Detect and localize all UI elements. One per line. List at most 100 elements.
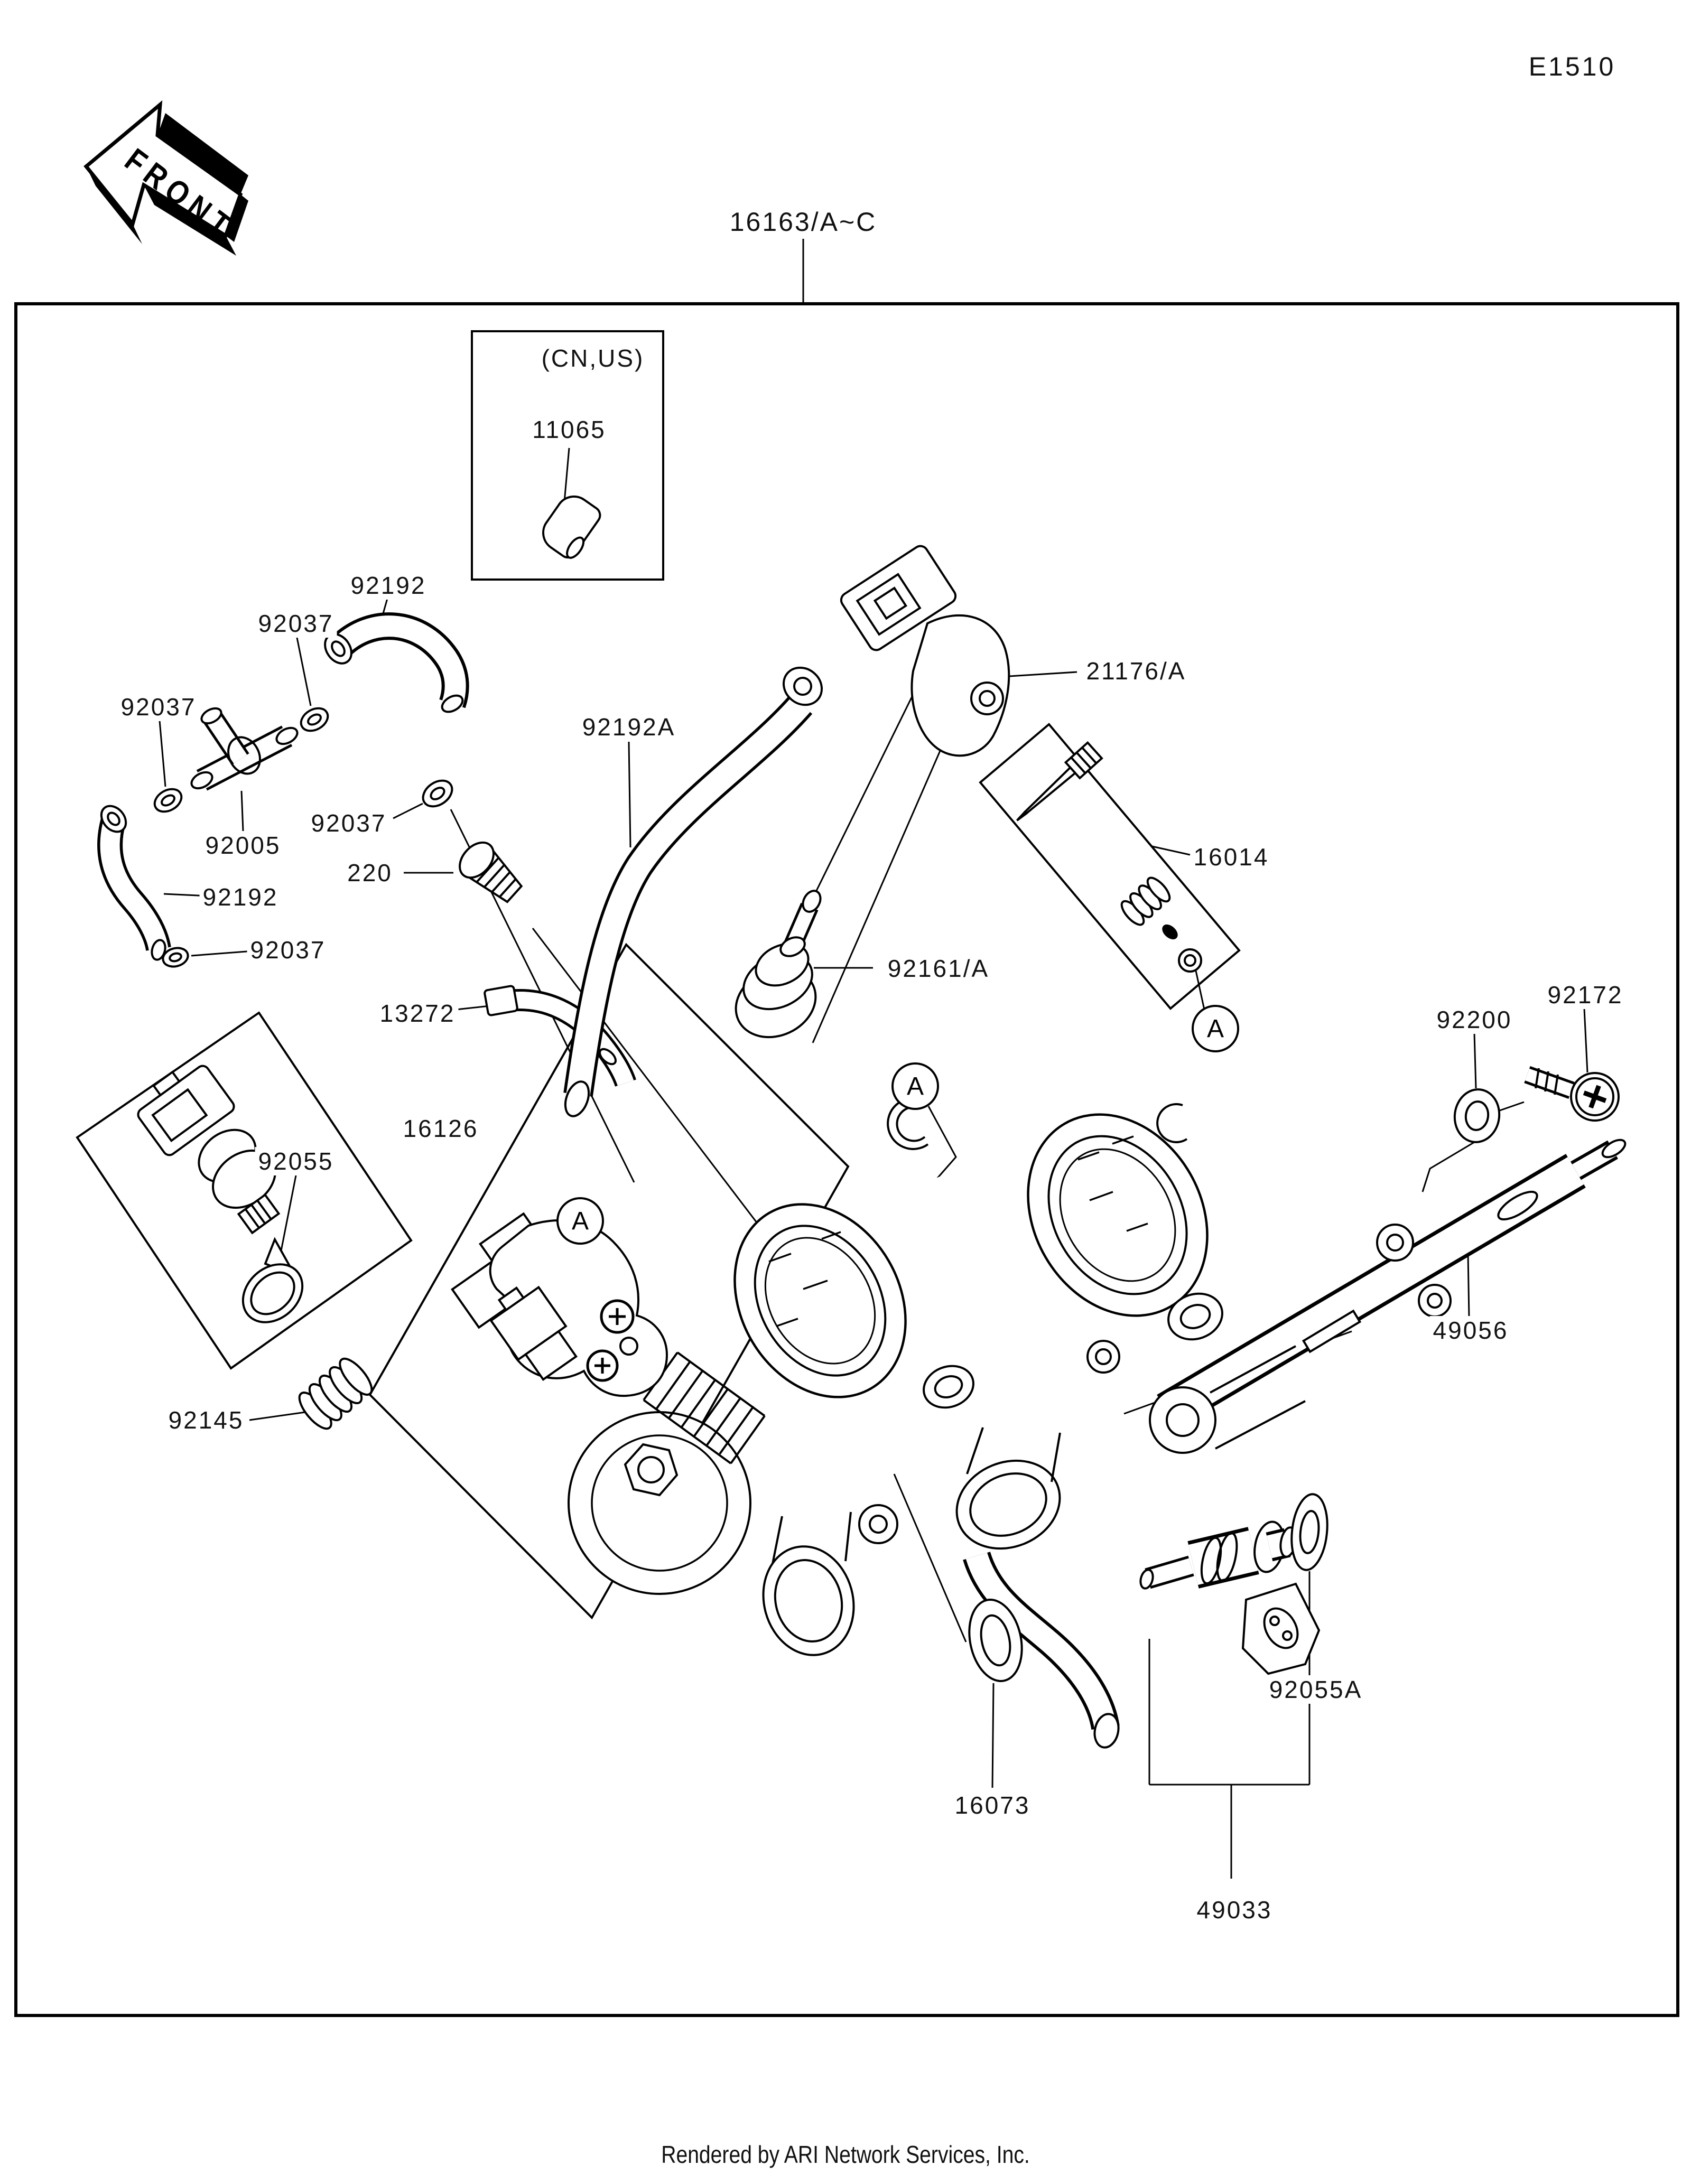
diagram-frame — [14, 302, 1679, 2017]
leader-92145 — [249, 1411, 310, 1421]
part-label-21176-A: 21176/A — [1083, 657, 1190, 685]
hose-92192-top-end — [441, 694, 464, 713]
part-label-92005: 92005 — [202, 831, 284, 860]
diagram-code: E1510 — [1528, 52, 1616, 81]
leader-92172 — [1583, 1008, 1588, 1073]
hose-92192-top — [330, 615, 466, 707]
strap-13272 — [500, 992, 634, 1086]
leader-11065 — [563, 447, 570, 502]
left-bell — [762, 1545, 855, 1656]
right-throttle-bore — [1027, 1113, 1209, 1317]
spring-92145 — [298, 1357, 373, 1430]
part-label-11065: 11065 — [529, 415, 609, 444]
leader-lines — [159, 239, 1588, 1879]
part-label-92055: 92055 — [255, 1147, 337, 1175]
tps-sensor — [489, 1285, 578, 1381]
detail-marker-letter-a-left: A — [907, 1072, 924, 1100]
footer-credit: Rendered by ARI Network Services, Inc. — [661, 2141, 1030, 2168]
clip-92037-1 — [153, 788, 183, 813]
tps-kit-box — [368, 942, 850, 1620]
cn-us-kit-box — [471, 330, 664, 581]
hose-clamp-top-2 — [1156, 1103, 1188, 1143]
assembly-number-label: 16163/A~C — [729, 207, 877, 237]
leader-92037-4 — [393, 802, 423, 819]
screw-220 — [459, 841, 523, 903]
leader-a-left — [927, 1106, 957, 1179]
washer-92200 — [1453, 1088, 1501, 1143]
part-label-92192A: 92192A — [579, 713, 679, 741]
hose-92192-low — [100, 817, 169, 951]
part-label-16073: 16073 — [951, 1791, 1034, 1819]
leader-92005 — [240, 790, 244, 832]
phillips-screw — [600, 1299, 635, 1334]
cap-11065 — [542, 495, 601, 559]
strap-13272-slot — [599, 1048, 617, 1066]
detail-marker-letter-a-right: A — [1207, 1015, 1224, 1043]
part-label-92161-A: 92161/A — [884, 954, 993, 983]
leader-16073 — [991, 1683, 995, 1788]
part-label-92055A: 92055A — [1266, 1675, 1366, 1704]
bore-dashes-left — [768, 1231, 841, 1327]
phillips-screw — [586, 1349, 619, 1382]
map-sensor-21176 — [840, 545, 1010, 757]
bottom-hose — [965, 1552, 1117, 1730]
screw-16014-kit-box — [979, 723, 1241, 1010]
left-throttle-bore — [733, 1203, 907, 1398]
leader-49056 — [1467, 1253, 1470, 1318]
tee-92005 — [190, 707, 299, 791]
leader-16073-body — [893, 1473, 967, 1642]
leader-92037-2 — [296, 637, 312, 706]
part-label-16126: 16126 — [399, 1114, 482, 1143]
part-label-92037-1: 92037 — [117, 693, 200, 721]
part-label-92200: 92200 — [1433, 1005, 1516, 1034]
leader-16014-a — [1194, 968, 1205, 1010]
leader-92200-screw — [1499, 1101, 1525, 1112]
sensor-16126 — [137, 1065, 304, 1323]
sensor-92161 — [735, 890, 822, 1039]
hose-92192A-end — [564, 1080, 590, 1117]
kit-16014-contents — [1016, 741, 1202, 973]
bore-dashes-right — [1077, 1135, 1148, 1232]
part-label-92192-top: 92192 — [347, 571, 430, 600]
detail-marker-circle-a-bottom — [556, 1197, 604, 1245]
part-label-92037-2: 92037 — [255, 609, 337, 638]
injector-connector — [1241, 1582, 1321, 1675]
fuel-rail-49056 — [1149, 1138, 1627, 1454]
leader-92200 — [1473, 1033, 1477, 1089]
hose-92192A — [566, 696, 810, 1097]
part-label-13272: 13272 — [376, 999, 459, 1028]
oring-92055A — [1290, 1493, 1328, 1571]
hose-92192-low-opening — [100, 805, 127, 833]
hose-92192-low-end — [151, 939, 166, 961]
part-label-49033: 49033 — [1193, 1896, 1276, 1924]
part-label-220: 220 — [344, 858, 396, 887]
injector-49033 — [1139, 1520, 1321, 1675]
hose-92192-top-opening — [324, 633, 352, 665]
clip-92037-2 — [300, 707, 329, 732]
hose-92192A-opening — [782, 666, 823, 706]
part-label-16014: 16014 — [1190, 843, 1272, 871]
clip-92037-3 — [162, 947, 189, 968]
leader-16014 — [1151, 845, 1191, 856]
part-label-cn-us: (CN,US) — [538, 344, 648, 372]
part-label-92037-3: 92037 — [247, 936, 329, 964]
bottom-hose-end — [1093, 1713, 1120, 1749]
front-arrow-icon: FRONT — [83, 100, 248, 256]
clip-92037-4 — [422, 779, 453, 808]
leader-92192A — [628, 741, 631, 848]
screw-92172 — [1524, 1066, 1620, 1122]
detail-marker-circle-a-right — [1192, 1005, 1239, 1052]
leader-21176-long — [812, 737, 947, 1043]
leader-220-long — [532, 928, 776, 1247]
part-label-49056: 49056 — [1429, 1316, 1512, 1345]
oring-92055 — [241, 1263, 304, 1323]
part-label-92145: 92145 — [165, 1406, 247, 1434]
detail-markers: A A A — [556, 1005, 1239, 1245]
hex-nut — [624, 1443, 679, 1497]
detail-marker-circle-a-left — [891, 1062, 939, 1110]
detail-marker-letter-a-bottom: A — [572, 1207, 589, 1235]
part-label-92192-low: 92192 — [199, 883, 282, 911]
leader-92200-rail — [1421, 1141, 1475, 1192]
